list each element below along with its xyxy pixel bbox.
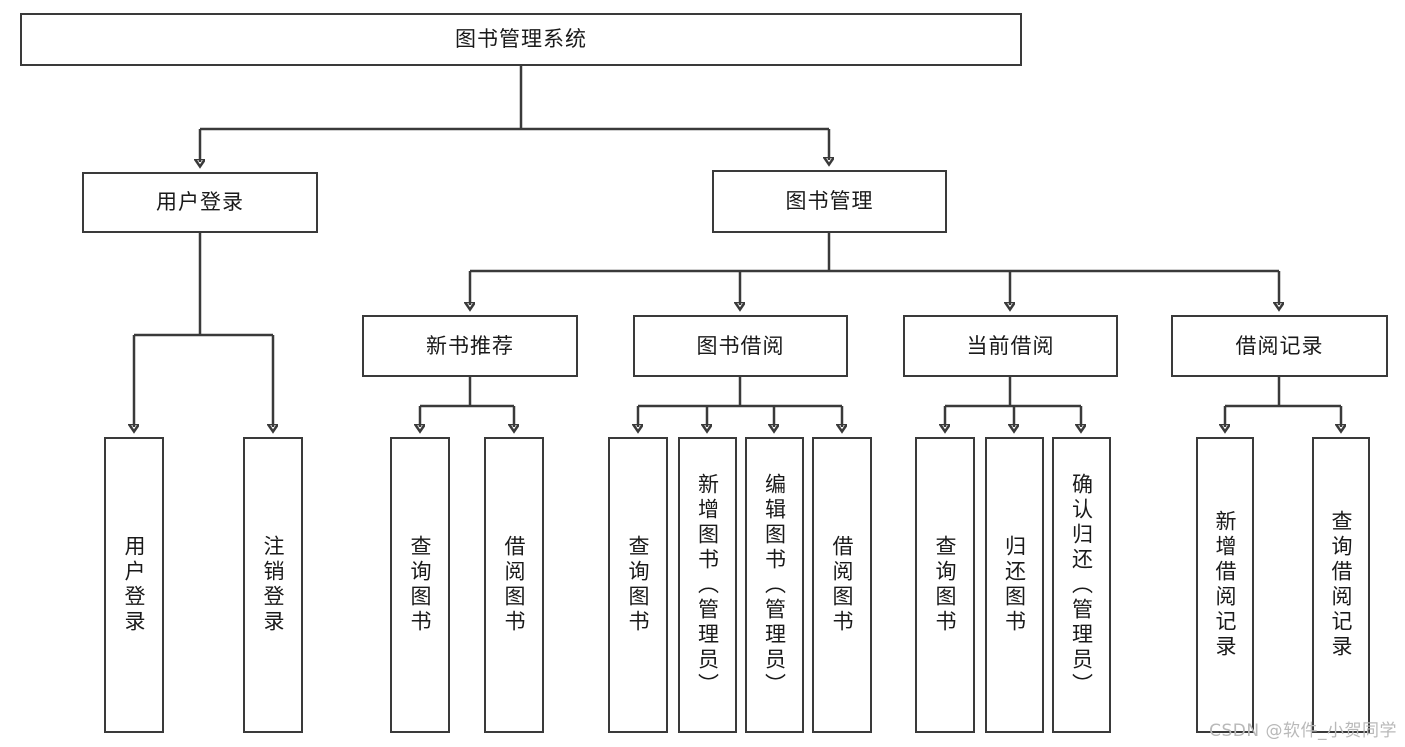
leaf-node-label: 注销登录 bbox=[261, 535, 286, 635]
node-user-login-label: 用户登录 bbox=[156, 190, 244, 215]
leaf-node[interactable]: 查询图书 bbox=[390, 437, 450, 733]
leaf-node[interactable]: 查询图书 bbox=[608, 437, 668, 733]
leaf-node[interactable]: 确认归还（管理员） bbox=[1052, 437, 1111, 733]
node-root[interactable]: 图书管理系统 bbox=[20, 13, 1022, 66]
leaf-node-label: 借阅图书 bbox=[830, 535, 855, 635]
node-root-label: 图书管理系统 bbox=[455, 27, 587, 52]
leaf-node[interactable]: 归还图书 bbox=[985, 437, 1044, 733]
leaf-node-label: 新增借阅记录 bbox=[1213, 510, 1238, 660]
csdn-watermark: CSDN @软件_小贺同学 bbox=[1209, 721, 1397, 741]
leaf-node-label: 查询借阅记录 bbox=[1329, 510, 1354, 660]
node-book-borrow[interactable]: 图书借阅 bbox=[633, 315, 848, 377]
leaf-node[interactable]: 注销登录 bbox=[243, 437, 303, 733]
leaf-node[interactable]: 新增图书（管理员） bbox=[678, 437, 737, 733]
node-user-login[interactable]: 用户登录 bbox=[82, 172, 318, 233]
node-borrow-record[interactable]: 借阅记录 bbox=[1171, 315, 1388, 377]
leaf-node[interactable]: 用户登录 bbox=[104, 437, 164, 733]
leaf-node-label: 借阅图书 bbox=[502, 535, 527, 635]
leaf-node[interactable]: 查询借阅记录 bbox=[1312, 437, 1370, 733]
node-new-book-recommendation[interactable]: 新书推荐 bbox=[362, 315, 578, 377]
leaf-node-label: 查询图书 bbox=[933, 535, 958, 635]
node-book-borrow-label: 图书借阅 bbox=[696, 333, 785, 358]
leaf-node[interactable]: 新增借阅记录 bbox=[1196, 437, 1254, 733]
leaf-node-label: 编辑图书（管理员） bbox=[762, 472, 787, 698]
node-new-book-recommendation-label: 新书推荐 bbox=[426, 333, 514, 358]
node-book-management[interactable]: 图书管理 bbox=[712, 170, 947, 233]
node-book-management-label: 图书管理 bbox=[785, 189, 874, 214]
leaf-node[interactable]: 查询图书 bbox=[915, 437, 975, 733]
leaf-node-label: 查询图书 bbox=[408, 535, 433, 635]
leaf-node-label: 确认归还（管理员） bbox=[1069, 472, 1094, 698]
leaf-node[interactable]: 借阅图书 bbox=[812, 437, 872, 733]
leaf-node-label: 新增图书（管理员） bbox=[695, 472, 720, 698]
leaf-node[interactable]: 借阅图书 bbox=[484, 437, 544, 733]
leaf-node-label: 查询图书 bbox=[626, 535, 651, 635]
leaf-node[interactable]: 编辑图书（管理员） bbox=[745, 437, 804, 733]
node-current-borrow[interactable]: 当前借阅 bbox=[903, 315, 1118, 377]
node-current-borrow-label: 当前借阅 bbox=[966, 333, 1055, 358]
leaf-node-label: 归还图书 bbox=[1002, 535, 1027, 635]
node-borrow-record-label: 借阅记录 bbox=[1235, 333, 1324, 358]
leaf-node-label: 用户登录 bbox=[122, 535, 147, 635]
